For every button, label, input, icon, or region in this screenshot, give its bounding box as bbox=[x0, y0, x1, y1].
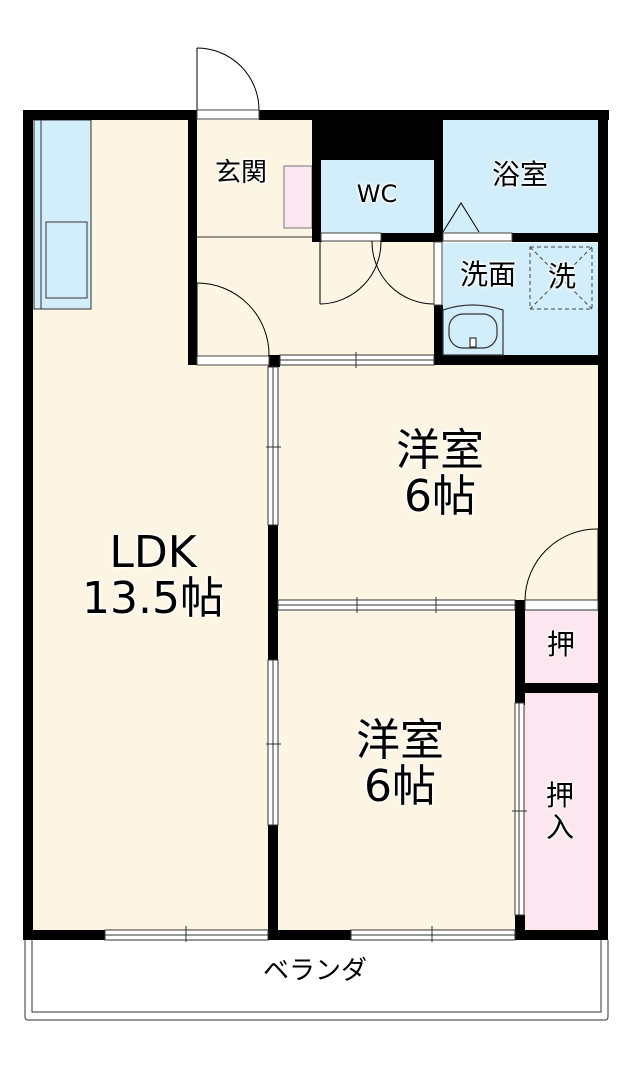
closet-large-floor bbox=[524, 693, 598, 930]
western-room-1-size: 6帖 bbox=[404, 471, 476, 523]
kitchen-sink-icon bbox=[45, 221, 88, 299]
washing-machine-pan-icon bbox=[529, 246, 593, 310]
veranda-label: ベランダ bbox=[262, 956, 367, 986]
closet-large-label: 押入 bbox=[545, 779, 574, 845]
toilet-door-icon bbox=[319, 232, 435, 305]
western-room-1-floor bbox=[276, 360, 598, 605]
sliding-doors bbox=[104, 352, 599, 942]
kitchen-counter-icon bbox=[33, 119, 92, 310]
toilet-floor bbox=[320, 160, 434, 236]
entrance-label: 玄関 bbox=[214, 158, 267, 188]
ldk-size: 13.5帖 bbox=[82, 573, 224, 625]
western-room-2-size: 6帖 bbox=[364, 761, 436, 813]
wash-basin-icon bbox=[442, 304, 504, 356]
walls bbox=[23, 110, 609, 940]
western-room-1-label: 洋室 6帖 bbox=[330, 425, 550, 523]
washroom-label: 洗面 bbox=[459, 258, 516, 291]
closet-small-floor bbox=[524, 610, 598, 685]
veranda-outline bbox=[24, 940, 609, 1021]
closet-small-label: 押 bbox=[546, 628, 575, 661]
shoe-cabinet-icon bbox=[283, 165, 313, 229]
entrance-floor bbox=[196, 120, 312, 360]
ldk-door-icon bbox=[196, 282, 270, 366]
bathroom-door-icon bbox=[442, 202, 513, 242]
washroom-door-icon bbox=[433, 241, 443, 306]
entrance-door-icon bbox=[196, 47, 260, 120]
bathroom-floor bbox=[443, 120, 598, 238]
western-room-1-name: 洋室 bbox=[396, 425, 484, 476]
western-room-2-floor bbox=[276, 605, 519, 935]
toilet-label: WC bbox=[356, 180, 398, 208]
washer-space-label: 洗 bbox=[547, 260, 576, 293]
ldk-name: LDK bbox=[109, 527, 197, 578]
bathroom-label: 浴室 bbox=[491, 158, 548, 191]
ldk-label: LDK 13.5帖 bbox=[40, 527, 266, 625]
western-room-2-name: 洋室 bbox=[356, 715, 444, 766]
closet-door-icon bbox=[524, 528, 599, 601]
floor-fills bbox=[33, 120, 598, 935]
hall-floor bbox=[312, 240, 437, 360]
western-room-2-label: 洋室 6帖 bbox=[290, 715, 510, 813]
